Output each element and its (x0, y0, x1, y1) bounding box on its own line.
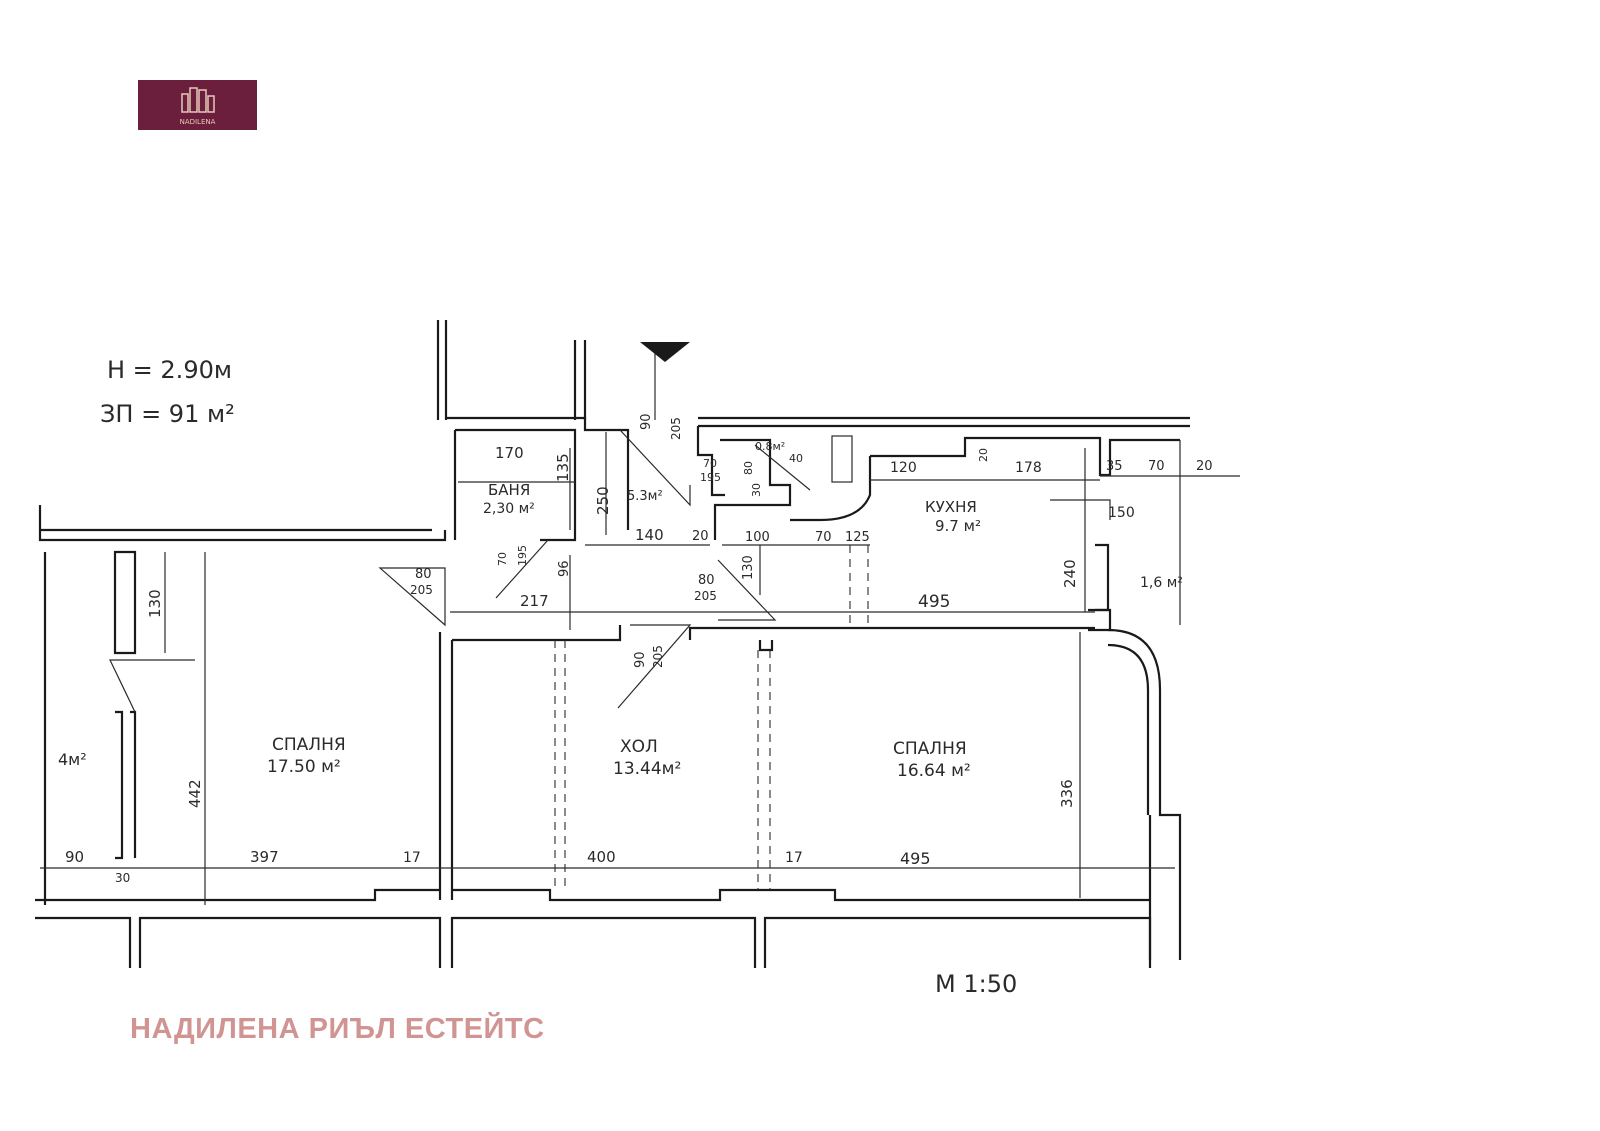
dim-label: 35 (1106, 459, 1123, 474)
living-area: 13.44м² (613, 759, 681, 779)
dim-label: 90 (633, 651, 648, 668)
dim-label: 195 (700, 471, 721, 484)
dim-label: 17 (403, 850, 421, 866)
dim-label: 250 (594, 486, 612, 515)
dim-label: 40 (789, 452, 803, 465)
dim-label: 336 (1058, 779, 1076, 808)
bedroom2-area: 16.64 м² (897, 761, 971, 781)
dim-label: 400 (587, 848, 616, 866)
bath-area: 2,30 м² (483, 501, 535, 517)
dim-label: 135 (554, 453, 572, 482)
scale-note: M 1:50 (935, 970, 1017, 998)
dashed-lines (554, 545, 869, 890)
dim-label: 495 (918, 592, 950, 612)
dim-label: 495 (900, 849, 931, 868)
dim-label: 100 (745, 530, 770, 545)
living-name: ХОЛ (620, 737, 658, 757)
dim-label: 125 (845, 530, 870, 545)
dim-label: 178 (1015, 460, 1042, 476)
dim-label: 70 (496, 552, 509, 566)
company-name: НАДИЛЕНА РИЪЛ ЕСТЕЙТС (130, 1013, 545, 1045)
dim-label: 140 (635, 526, 664, 544)
bedroom2-name: СПАЛНЯ (893, 739, 967, 759)
terrace-area: 1,6 м² (1140, 575, 1183, 591)
kitchen-name: КУХНЯ (925, 498, 977, 516)
dimension-lines (40, 350, 1240, 905)
dim-label: 397 (250, 848, 279, 866)
dim-label: 30 (750, 483, 763, 497)
storage-area: 0.8м² (755, 440, 785, 453)
dim-label: 130 (146, 589, 164, 618)
brand-logo: NADILENA (138, 80, 257, 130)
logo-building-icon: NADILENA (138, 80, 257, 130)
dim-label: 80 (415, 567, 432, 582)
dim-label: 17 (785, 850, 803, 866)
kitchen-area: 9.7 м² (935, 517, 981, 535)
bath-name: БАНЯ (488, 481, 530, 499)
dim-label: 195 (516, 545, 529, 566)
balcony-area: 4м² (58, 750, 87, 769)
built-area-note: ЗП = 91 м² (100, 400, 235, 428)
dim-label: 442 (186, 779, 204, 808)
dim-label: 70 (703, 457, 717, 470)
dim-label: 96 (557, 560, 572, 577)
bedroom1-name: СПАЛНЯ (272, 735, 346, 755)
dim-label: 80 (742, 461, 755, 475)
ceiling-height-note: H = 2.90м (107, 356, 232, 384)
dim-label: 90 (639, 413, 654, 430)
dim-label: 90 (65, 848, 84, 866)
door-swings (109, 429, 1111, 713)
dim-label: 150 (1108, 505, 1135, 521)
dim-label: 20 (977, 448, 990, 462)
walls (35, 320, 1190, 968)
dim-label: 20 (1196, 459, 1213, 474)
dim-label: 205 (694, 589, 717, 603)
dim-label: 170 (495, 444, 524, 462)
dim-label: 80 (698, 573, 715, 588)
dim-label: 217 (520, 592, 549, 610)
dim-label: 120 (890, 460, 917, 476)
dim-label: 130 (741, 555, 756, 580)
dim-label: 205 (410, 583, 433, 597)
dim-label: 70 (1148, 459, 1165, 474)
small-hall-area: 5.3м² (627, 489, 663, 504)
dim-label: 20 (692, 529, 709, 544)
dim-label: 240 (1061, 559, 1079, 588)
bedroom1-area: 17.50 м² (267, 757, 341, 777)
logo-text: NADILENA (180, 118, 216, 126)
dim-label: 205 (651, 645, 665, 668)
dim-label: 205 (669, 417, 683, 440)
dimension-labels: 170 135 250 140 20 100 70 125 120 178 20… (65, 413, 1213, 885)
dim-label: 30 (115, 871, 130, 885)
dim-label: 70 (815, 530, 832, 545)
north-arrow-icon (640, 342, 690, 362)
